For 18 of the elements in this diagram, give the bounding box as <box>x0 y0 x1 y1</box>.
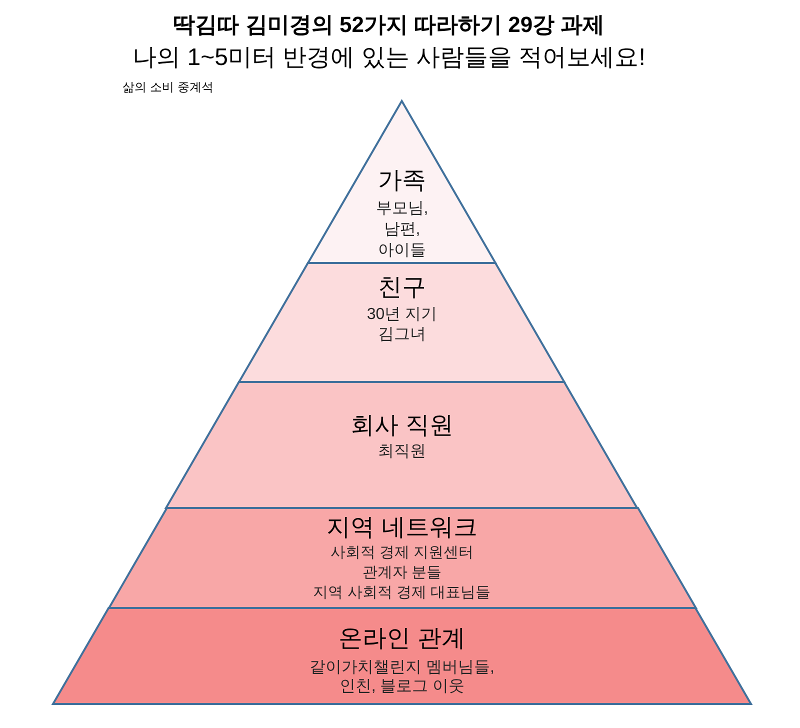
pyramid-tier <box>239 263 565 382</box>
tier-heading: 회사 직원 <box>350 412 454 440</box>
byline: 삶의 소비 중계석 <box>122 79 214 95</box>
subtitle: 나의 1~5미터 반경에 있는 사람들을 적어보세요! <box>132 43 646 73</box>
tier-description: 최직원 <box>378 442 426 462</box>
tier-heading: 지역 네트워크 <box>326 514 478 542</box>
pyramid-tier <box>108 508 696 608</box>
tier-description: 사회적 경제 지원센터 관계자 분들 지역 사회적 경제 대표님들 <box>313 543 491 603</box>
tier-heading: 가족 <box>378 167 426 195</box>
tier-description: 같이가치챌린지 멤버님들, 인친, 블로그 이웃 <box>310 658 494 696</box>
tier-description: 부모님, 남편, 아이들 <box>376 198 428 260</box>
tier-heading: 온라인 관계 <box>338 625 466 653</box>
tier-heading: 친구 <box>378 274 426 302</box>
pyramid-tier <box>166 382 638 508</box>
pyramid-tier <box>308 101 496 263</box>
pyramid-tier <box>53 608 751 704</box>
tier-description: 30년 지기 김그녀 <box>366 305 438 345</box>
title: 딱김따 김미경의 52가지 따라하기 29강 과제 <box>173 11 605 39</box>
